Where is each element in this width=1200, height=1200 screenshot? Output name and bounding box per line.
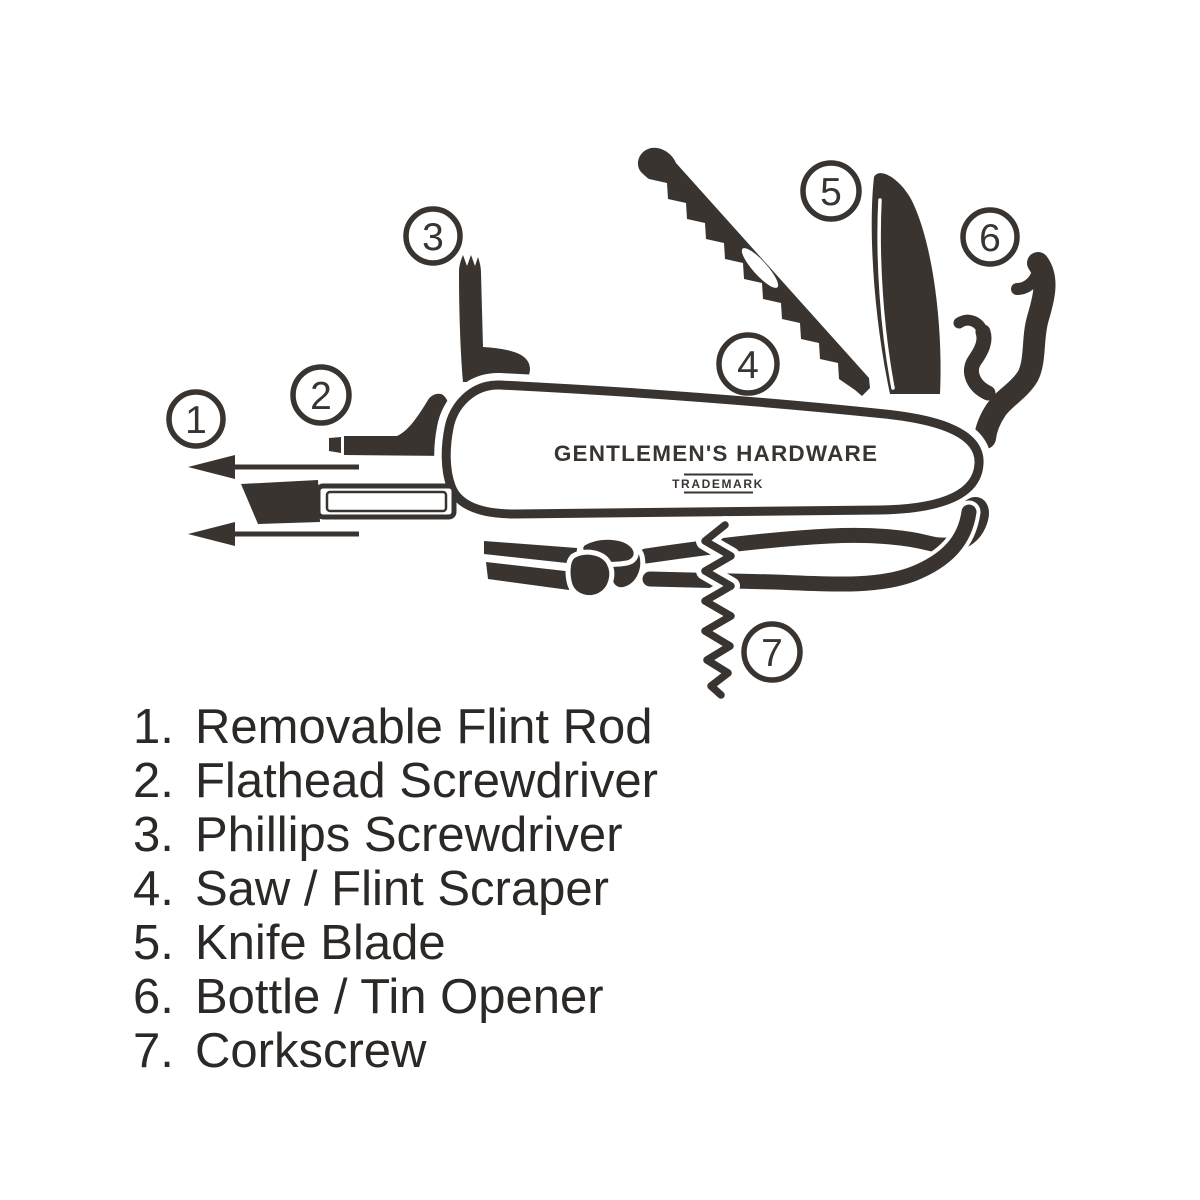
legend-item-label: Saw / Flint Scraper: [195, 862, 609, 916]
callouts: 1 2 3 4 5 6 7: [166, 160, 1020, 683]
callout-1-circle: [166, 389, 226, 449]
knife-blade-shape: [871, 173, 941, 394]
flint-rod-shaft-detail: [325, 490, 448, 513]
legend-item-number: 4.: [133, 862, 174, 916]
callout-3: 3: [403, 206, 463, 266]
callout-6-circle: [960, 207, 1020, 267]
corkscrew-shape: [701, 521, 735, 699]
callout-4-number: 4: [737, 344, 759, 387]
callout-3-number: 3: [422, 216, 444, 259]
callout-6: 6: [960, 207, 1020, 267]
callout-1: 1: [166, 389, 226, 449]
callout-7: 7: [741, 621, 803, 683]
callout-3-circle: [403, 206, 463, 266]
opener-lip-lower: [964, 324, 996, 401]
legend-item-number: 1.: [133, 700, 174, 754]
tool-flint-rod: [188, 455, 457, 546]
flint-rod-shaft: [315, 483, 457, 520]
legend-item-6: 6. Bottle / Tin Opener: [133, 970, 658, 1024]
arrow-head: [188, 522, 235, 546]
saw-nail-slot: [741, 248, 779, 288]
lanyard-cord: [484, 493, 993, 601]
legend-item-number: 5.: [133, 916, 174, 970]
tool-saw-flint-scraper: [637, 147, 870, 396]
legend-item-label: Corkscrew: [195, 1024, 427, 1078]
callout-4: 4: [716, 332, 780, 396]
legend-item-number: 2.: [133, 754, 174, 808]
callout-1-number: 1: [185, 399, 207, 442]
cord-knot-lobe-left: [565, 549, 615, 601]
cord-left-lower-strand: [486, 562, 574, 590]
flathead-shape: [344, 393, 452, 456]
tool-phillips-screwdriver: [459, 255, 530, 382]
saw-blade-shape: [637, 147, 870, 396]
cord-right-lower-strand: [642, 504, 977, 592]
opener-hook-tip: [1011, 261, 1045, 295]
callout-6-number: 6: [979, 217, 1001, 260]
legend-item-5: 5. Knife Blade: [133, 916, 658, 970]
knife-body: GENTLEMEN'S HARDWARE TRADEMARK: [434, 373, 991, 527]
legend-item-number: 3.: [133, 808, 174, 862]
tool-corkscrew: [696, 516, 740, 704]
legend-item-1: 1. Removable Flint Rod: [133, 700, 658, 754]
removal-arrow-bottom: [188, 522, 359, 546]
tool-knife-blade: [871, 173, 941, 394]
callout-2-circle: [290, 364, 352, 426]
legend-item-label: Flathead Screwdriver: [195, 754, 658, 808]
cord-right-upper-strand: [638, 497, 989, 564]
legend-item-7: 7. Corkscrew: [133, 1024, 658, 1078]
knife-body-outline: [441, 380, 984, 519]
tool-flathead-screwdriver: [329, 393, 452, 456]
phillips-shape: [459, 255, 530, 382]
arrow-head: [188, 455, 235, 479]
legend-item-label: Bottle / Tin Opener: [195, 970, 604, 1024]
brand-name: GENTLEMEN'S HARDWARE: [554, 441, 878, 466]
legend-item-3: 3. Phillips Screwdriver: [133, 808, 658, 862]
legend-item-label: Knife Blade: [195, 916, 446, 970]
legend-item-4: 4. Saw / Flint Scraper: [133, 862, 658, 916]
callout-2-number: 2: [310, 375, 332, 418]
brand-trademark: TRADEMARK: [672, 477, 764, 491]
callout-4-circle: [716, 332, 780, 396]
callout-5: 5: [800, 160, 862, 222]
callout-5-circle: [800, 160, 862, 222]
legend-item-2: 2. Flathead Screwdriver: [133, 754, 658, 808]
callout-2: 2: [290, 364, 352, 426]
cord-left-upper-strand: [484, 541, 577, 564]
removal-arrow-top: [188, 455, 359, 479]
legend-item-label: Phillips Screwdriver: [195, 808, 623, 862]
knife-blade-grind-line: [877, 198, 895, 390]
legend-item-label: Removable Flint Rod: [195, 700, 653, 754]
callout-7-number: 7: [761, 632, 783, 675]
legend-item-number: 6.: [133, 970, 174, 1024]
legend-item-number: 7.: [133, 1024, 174, 1078]
flathead-tip-chip: [329, 437, 341, 453]
opener-lip-upper: [953, 314, 989, 338]
flint-rod-handle: [241, 480, 320, 524]
legend: 1. Removable Flint Rod 2. Flathead Screwdr…: [133, 700, 658, 1078]
tool-bottle-tin-opener: [953, 252, 1056, 449]
opener-main-shape: [974, 252, 1056, 449]
callout-7-circle: [741, 621, 803, 683]
callout-5-number: 5: [820, 171, 842, 214]
